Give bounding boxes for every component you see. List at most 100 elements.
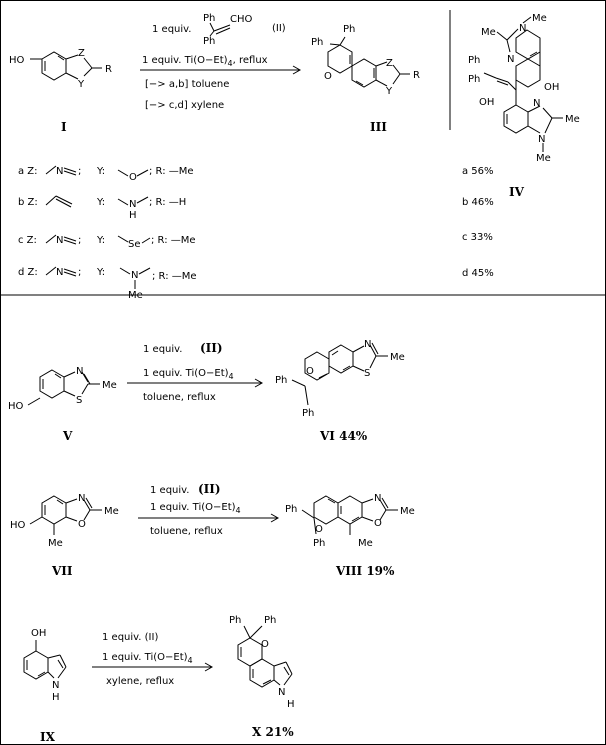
variant-yield: a 56% xyxy=(462,166,494,177)
atom-label-Me: Me xyxy=(536,153,551,164)
reagent-equiv-text: 1 equiv. xyxy=(152,24,191,35)
compound-label-X: X 21% xyxy=(252,725,294,739)
variant-yield: b 46% xyxy=(462,197,494,208)
atom-label-Z: Z xyxy=(386,58,393,69)
reagent-line-2: 1 equiv. Ti(O−Et)4, reflux xyxy=(142,55,268,68)
atom-label-N: N xyxy=(78,493,85,504)
atom-label-Ph: Ph xyxy=(302,408,314,419)
atom-label-O: O xyxy=(324,71,332,82)
condition-ab: [−> a,b] toluene xyxy=(145,79,229,90)
atom-label-N: N xyxy=(56,267,63,278)
variant-y: Y: xyxy=(96,267,105,278)
reagent-line-1: 1 equiv. xyxy=(143,344,182,355)
atom-label-N: N xyxy=(52,680,59,691)
atom-label-H: H xyxy=(129,210,137,221)
atom-label-Me: Me xyxy=(565,114,580,125)
atom-label-HO: HO xyxy=(8,401,24,412)
atom-label-N: N xyxy=(507,54,514,65)
atom-label-Me: Me xyxy=(102,380,117,391)
reagent-line-2: 1 equiv. Ti(O−Et)4 xyxy=(102,652,193,665)
variant-id: a Z: xyxy=(18,166,38,177)
compound-label-VII: VII xyxy=(51,564,73,578)
compound-IX-structure: OH N H xyxy=(23,628,67,703)
reaction-arrowhead-2 xyxy=(254,378,264,388)
compound-VI-structure: Ph Ph O N S Me xyxy=(275,339,405,419)
atom-label-R: R xyxy=(413,70,420,81)
compound-X-structure: Ph Ph O N H xyxy=(229,615,295,710)
atom-label-O: O xyxy=(374,518,382,529)
reagent-II-structure: 1 equiv. Ph Ph CHO (II) xyxy=(152,13,286,47)
atom-label-Me: Me xyxy=(390,352,405,363)
variant-y: Y: xyxy=(96,166,105,177)
reagent-line-3: toluene, reflux xyxy=(150,526,223,537)
atom-label-H: H xyxy=(52,692,60,703)
variant-y: Y: xyxy=(96,197,105,208)
atom-label-O: O xyxy=(129,172,137,183)
reagent-line-3: xylene, reflux xyxy=(106,676,174,687)
variant-yield: c 33% xyxy=(462,232,493,243)
atom-label-N: N xyxy=(374,493,381,504)
variant-row-d: d Z: N ; Y: N Me ; R: —Me d 45% xyxy=(18,266,494,301)
atom-label-Y: Y xyxy=(77,79,85,90)
atom-label-Me: Me xyxy=(481,27,496,38)
atom-label-Ph: Ph xyxy=(313,538,325,549)
atom-label-N: N xyxy=(278,687,285,698)
atom-label-Z: Z xyxy=(78,48,85,59)
atom-label-N: N xyxy=(364,339,371,350)
atom-label-N: N xyxy=(129,199,136,210)
atom-label-Me: Me xyxy=(128,290,143,301)
atom-label-Ph: Ph xyxy=(203,36,215,47)
reaction-arrowhead-3 xyxy=(270,513,280,523)
atom-label-N: N xyxy=(533,98,540,109)
compound-label-II: (II) xyxy=(272,23,286,34)
atom-label-Y: Y xyxy=(385,86,393,97)
compound-label-VI: VI 44% xyxy=(319,429,368,443)
atom-label-O: O xyxy=(315,524,323,535)
compound-V-structure: V HO N S Me xyxy=(8,366,117,412)
reagent-line-2: 1 equiv. Ti(O−Et)4 xyxy=(150,502,241,515)
atom-label-Ph: Ph xyxy=(468,74,480,85)
condition-cd: [−> c,d] xylene xyxy=(145,100,224,111)
atom-label-Me: Me xyxy=(104,506,119,517)
compound-label-V: V xyxy=(62,429,73,443)
atom-label-HO: HO xyxy=(10,520,26,531)
atom-label-Me: Me xyxy=(532,13,547,24)
atom-label-OH: OH xyxy=(31,628,46,639)
atom-label-S: S xyxy=(364,368,370,379)
compound-label-III: III xyxy=(370,120,387,134)
reagent-line-1: 1 equiv. (II) xyxy=(102,632,158,643)
variant-y: Y: xyxy=(96,235,105,246)
atom-label-N: N xyxy=(56,235,63,246)
reagent-line-2: 1 equiv. Ti(O−Et)4 xyxy=(143,368,234,381)
variant-row-a: a Z: N ; Y: O ; R: —Me a 56% xyxy=(18,165,494,183)
compound-IV-structure: Me N Me N OH Ph Ph OH N Me N Me xyxy=(468,13,580,164)
reagent-II-ref: (II) xyxy=(198,482,221,496)
variant-r: ; R: —Me xyxy=(149,166,194,177)
atom-label-Ph: Ph xyxy=(285,504,297,515)
atom-label-OH: OH xyxy=(544,82,559,93)
compound-label-VIII: VIII 19% xyxy=(335,564,395,578)
atom-label-Ph: Ph xyxy=(264,615,276,626)
atom-label-HO: HO xyxy=(9,55,25,66)
atom-label-OH: OH xyxy=(479,97,494,108)
atom-label-N: N xyxy=(131,270,138,281)
atom-label-N: N xyxy=(76,366,83,377)
atom-label-N: N xyxy=(519,23,526,34)
svg-text:;: ; xyxy=(78,267,81,278)
atom-label-R: R xyxy=(105,64,112,75)
variant-yield: d 45% xyxy=(462,268,494,279)
svg-text:;: ; xyxy=(78,235,81,246)
variant-id: d Z: xyxy=(18,267,38,278)
atom-label-N: N xyxy=(538,134,545,145)
atom-label-Ph: Ph xyxy=(468,55,480,66)
atom-label-Ph: Ph xyxy=(343,24,355,35)
compound-VII-structure: HO Me N O Me xyxy=(10,493,119,549)
compound-label-IX: IX xyxy=(40,730,56,744)
reagent-line-3: toluene, reflux xyxy=(143,392,216,403)
atom-label-Ph: Ph xyxy=(229,615,241,626)
atom-label-N: N xyxy=(56,166,63,177)
compound-label-I: I xyxy=(61,120,67,134)
atom-label-Se: Se xyxy=(128,239,141,250)
